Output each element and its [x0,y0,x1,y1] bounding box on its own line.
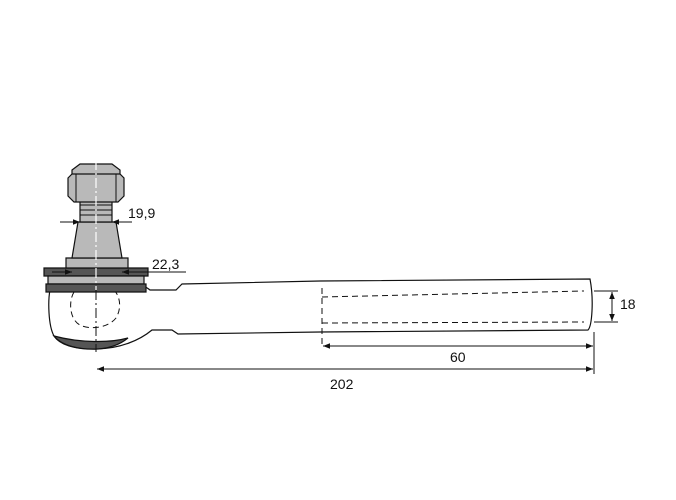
dimension-stud-diameter: 19,9 [60,205,155,225]
ball-socket-hidden [70,289,121,329]
dimension-label-thread-length: 60 [450,349,466,365]
dimension-label-overall-length: 202 [330,376,354,392]
dimension-thread-length: 60 [323,332,595,374]
thread-zone-hidden [321,288,585,348]
dimension-label-stud-diameter: 19,9 [128,205,155,221]
tapered-stud [71,221,123,259]
dimension-label-taper-diameter: 22,3 [152,256,179,272]
dimension-label-thread-diameter: 18 [620,296,636,312]
dimension-taper-diameter: 22,3 [52,256,186,275]
dimension-overall-length: 202 [97,366,593,392]
dimension-thread-diameter: 18 [594,290,636,323]
